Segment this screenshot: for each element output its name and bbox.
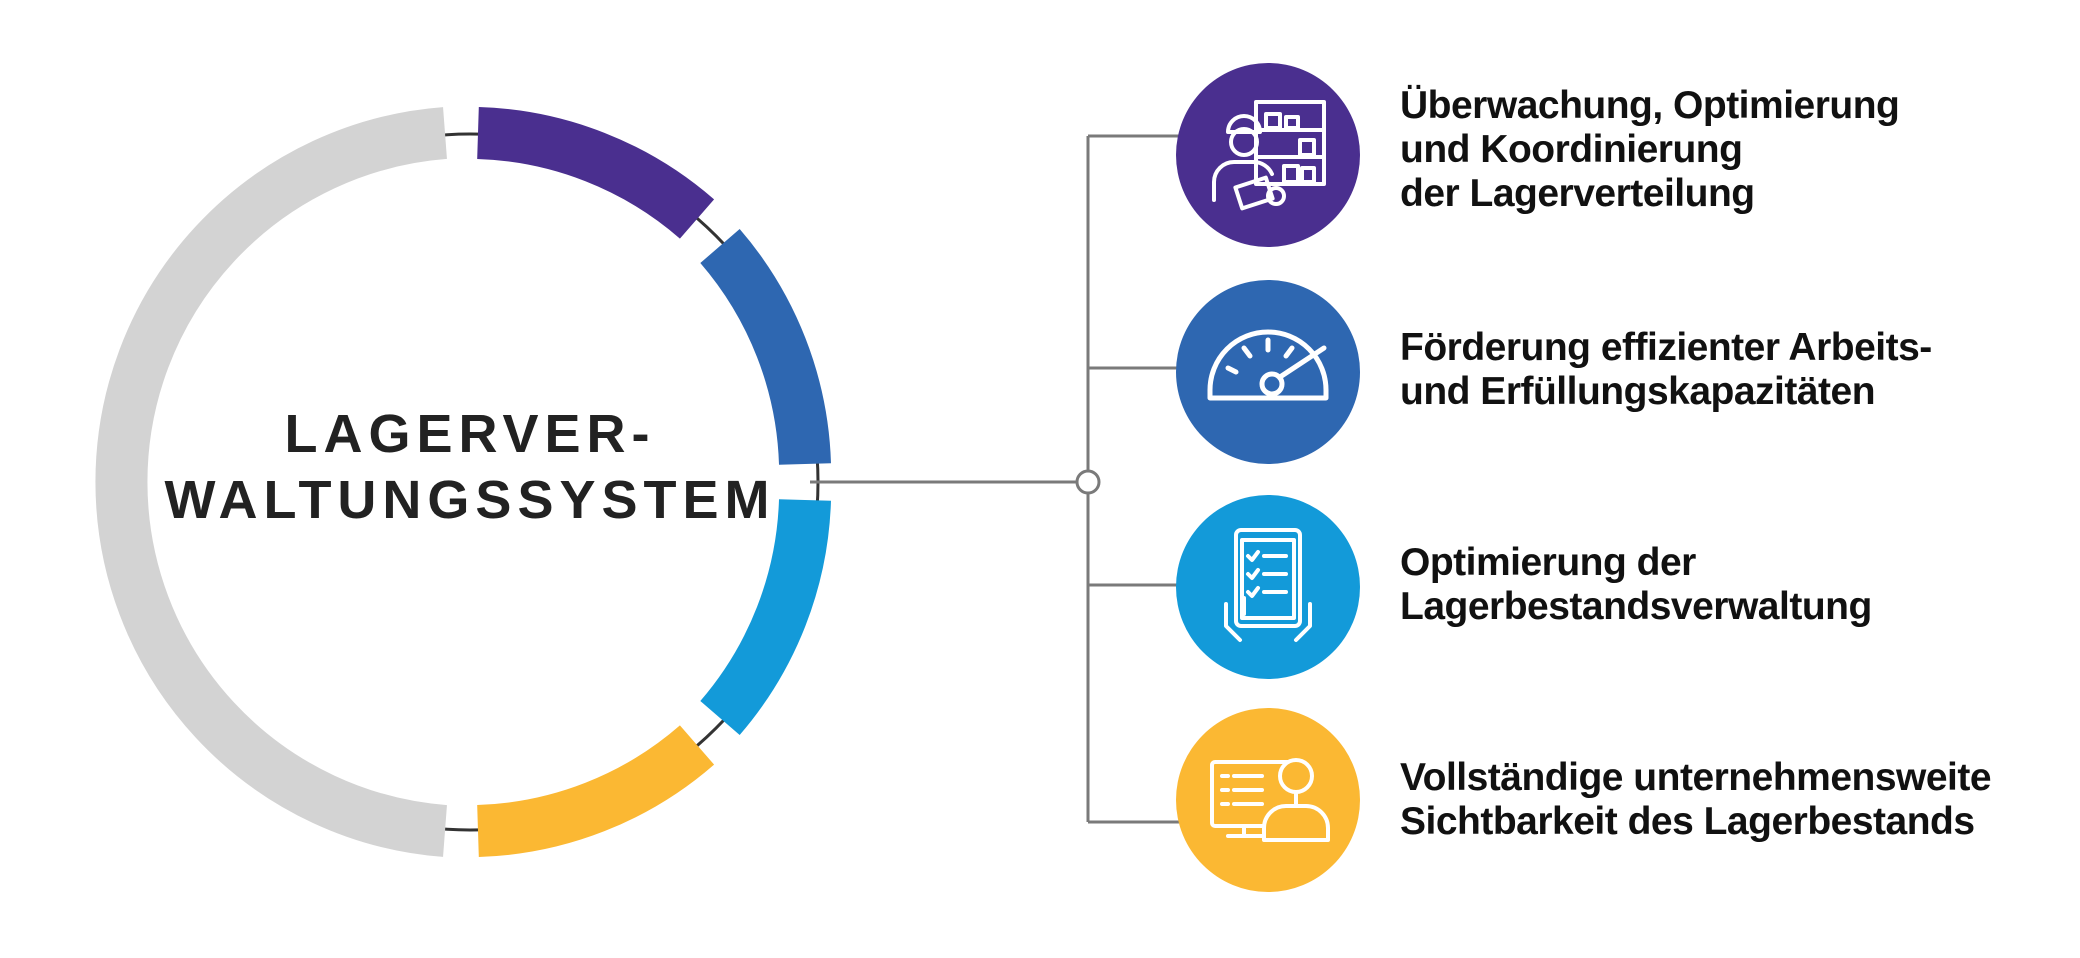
item-1-line-3: der Lagerverteilung [1400,172,1755,215]
item-icon-circle-4 [1176,708,1360,892]
item-3-text: Optimierung der Lagerbestandsverwaltung [1400,541,2060,629]
item-2-line-1: Förderung effizienter Arbeits- [1400,326,1932,369]
item-icon-circle-2 [1176,280,1360,464]
item-2-line-2: und Erfüllungskapazitäten [1400,370,1876,413]
ring-segment-blue [700,229,831,466]
item-1-text: Überwachung, Optimierung und Koordinieru… [1400,84,2060,216]
item-1-line-2: und Koordinierung [1400,128,1743,171]
item-2-text: Förderung effizienter Arbeits- und Erfül… [1400,326,2060,414]
ring-segment-purple [476,107,715,239]
item-4-text: Vollständige unternehmensweite Sichtbark… [1400,756,2060,844]
ring-segment-light-blue [700,498,831,735]
checklist-tablet-icon [1224,528,1312,642]
item-3-line-1: Optimierung der [1400,541,1696,584]
center-title-line1: LAGERVER- [284,404,655,464]
speedometer-icon [1207,329,1329,401]
connector-lines [810,134,1180,824]
warehouse-worker-icon [1212,100,1326,211]
connector-junction-node [1075,469,1101,495]
user-dashboard-icon [1210,758,1330,842]
item-4-line-1: Vollständige unternehmensweite [1400,756,1992,799]
item-icon-circle-1 [1176,63,1360,247]
ring-segment-yellow [476,725,715,857]
ring-segment-gray [95,107,448,857]
item-3-line-2: Lagerbestandsverwaltung [1400,585,1872,628]
item-1-line-1: Überwachung, Optimierung [1400,84,1900,127]
item-4-line-2: Sichtbarkeit des Lagerbestands [1400,800,1975,843]
center-title-line2: WALTUNGSSYSTEM [164,470,775,530]
item-icon-circle-3 [1176,495,1360,679]
